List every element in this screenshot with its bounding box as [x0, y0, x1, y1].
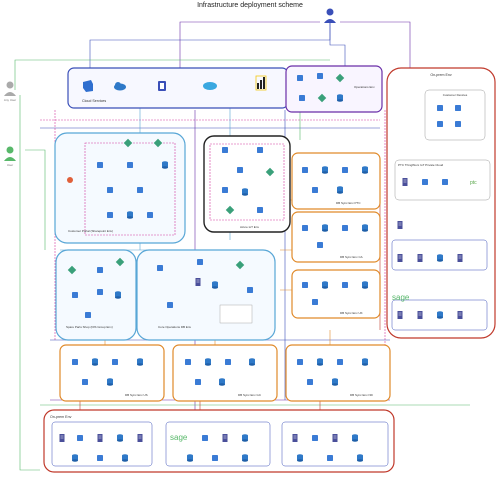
group-label: DB Sync Env PTC — [336, 201, 361, 205]
actor-label: User — [7, 163, 13, 167]
group-label: On-prem Env — [430, 73, 452, 77]
actor-left-top: Any User — [4, 81, 16, 102]
group-label: Customer Portal (Sharepoint Env) — [68, 229, 113, 233]
group-label: DB Sync Env UK — [340, 311, 363, 315]
office-icon — [158, 81, 166, 91]
pfm-label: PTC ThingWorx IoT Private Cloud — [398, 163, 444, 167]
db-sync-nd-group: DB Sync Env ND — [285, 344, 391, 402]
group-label: Spare Parts Shop (DIS Group Env) — [66, 325, 113, 329]
db-sync-gc-group: DB Sync Env GC — [172, 344, 278, 402]
db-sync-ptc-group: DB Sync Env PTC — [291, 152, 381, 210]
group-label: Azure IoT Env — [240, 225, 259, 229]
actor-left-bottom: User — [4, 146, 16, 167]
group-label: DB Sync Env GC — [238, 393, 262, 397]
db-sync-ca-group: DB Sync Env CA — [291, 211, 381, 263]
azure-devops-icon — [83, 80, 93, 92]
group-label: DB Sync Env CA — [340, 255, 363, 259]
salesforce-icon — [203, 82, 217, 90]
on-prem-env-bottom-group: On-prem Env sage — [43, 409, 395, 473]
user-icon — [6, 81, 14, 89]
group-label: DB Sync Env US — [125, 393, 148, 397]
powerbi-icon — [255, 75, 267, 91]
on-prem-env-top-group: On-prem Env Customer Devices PTC ThingWo… — [386, 67, 496, 339]
group-label: DB Sync Env ND — [350, 393, 374, 397]
actor-label: Any User — [4, 98, 16, 102]
core-operations-group: Core Operations DB Env — [136, 249, 276, 341]
group-label: Cloud Services — [82, 99, 106, 103]
user-icon — [326, 8, 334, 16]
user-icon — [6, 146, 14, 154]
operations-env-group: Operations Env — [285, 65, 383, 113]
cloud-icon — [114, 82, 126, 91]
group-label: On-prem Env — [50, 415, 72, 419]
customer-portal-group: Customer Portal (Sharepoint Env) — [54, 132, 186, 244]
azure-iot-group: Azure IoT Env — [203, 135, 291, 233]
cloud-services-group: Cloud Services — [67, 67, 289, 109]
group-label: Core Operations DB Env — [158, 325, 192, 329]
spare-parts-group: Spare Parts Shop (DIS Group Env) — [55, 249, 137, 341]
cloud-icon — [67, 177, 73, 183]
actor-top — [324, 8, 336, 23]
db-sync-us-group: DB Sync Env US — [59, 344, 165, 402]
db-sync-uk-right-group: DB Sync Env UK — [291, 269, 381, 319]
page-title: Infrastructure deployment scheme — [197, 2, 303, 9]
sage-logo: sage — [392, 293, 410, 302]
ptc-logo: ptc — [470, 180, 477, 186]
sage-logo: sage — [170, 433, 188, 442]
group-label: Operations Env — [354, 85, 375, 89]
customer-devices-label: Customer Devices — [443, 93, 468, 97]
